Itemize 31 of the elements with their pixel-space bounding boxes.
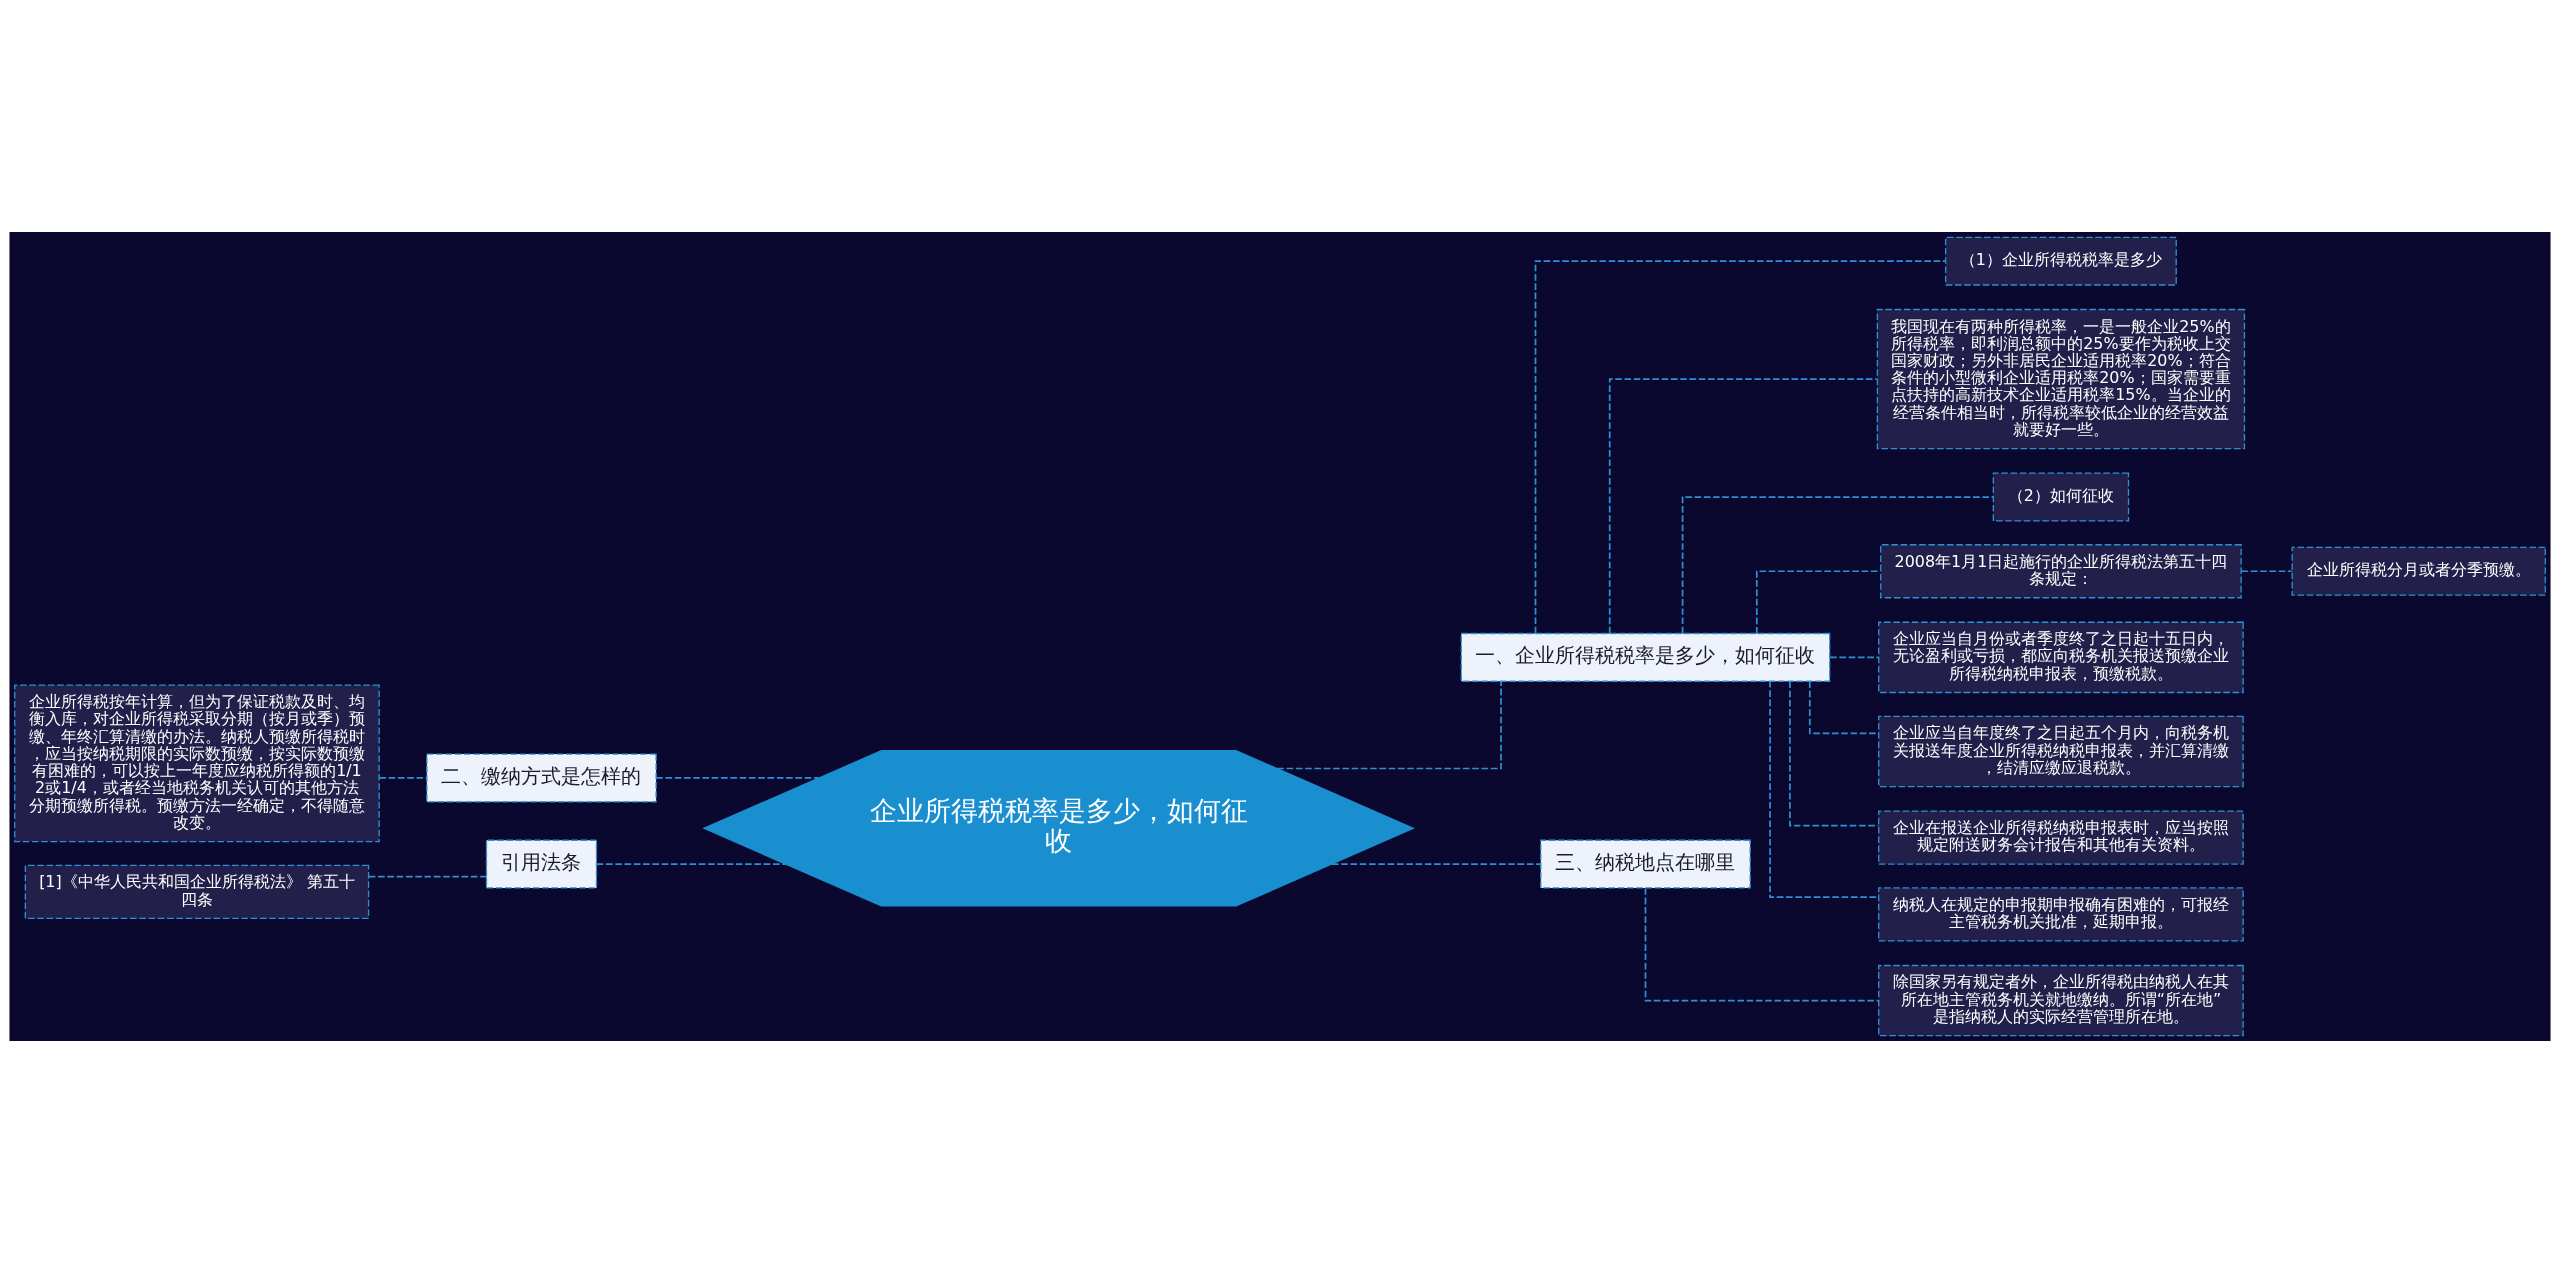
node-box: 企业应当自月份或者季度终了之日起十五日内，无论盈利或亏损，都应向税务机关报送预缴企业所得税纳税申报表，预缴税款。 <box>1878 621 2244 693</box>
connector <box>655 776 820 779</box>
connector <box>1534 259 1947 634</box>
connector <box>1829 656 1880 658</box>
connector <box>1331 862 1542 865</box>
connector <box>1755 569 1882 634</box>
node-box: 企业在报送企业所得税纳税申报表时，应当按照规定附送财务会计报告和其他有关资料。 <box>1878 809 2244 865</box>
node-box: 企业所得税按年计算，但为了保证税款及时、均衡入库，对企业所得税采取分期（按月或季）预缴、年终汇算清缴的办法。纳税人预缴所得税时，应当按纳税期限的实际数预缴，按实际数预缴有困难的，可以按上一年度应纳税所得额的1/12或1/4，或者经当地税务机关认可的其他方法分期预缴所得税。预缴方法一经确定，不得随意改变。 <box>14 684 380 842</box>
connector <box>1608 377 1878 634</box>
connector <box>1789 680 1880 826</box>
node-box: [1]《中华人民共和国企业所得税法》 第五十四条 <box>24 864 370 919</box>
connector <box>596 862 787 865</box>
connector <box>1276 680 1502 769</box>
node-box: （2）如何征收 <box>1992 472 2130 522</box>
node-box: （1）企业所得税税率是多少 <box>1944 236 2177 286</box>
connector <box>1681 495 1995 634</box>
connector <box>2240 569 2293 572</box>
node-box: 企业应当自年度终了之日起五个月内，向税务机关报送年度企业所得税纳税申报表，并汇算清缴，结清应缴应退税款。 <box>1878 715 2244 787</box>
node-box: 我国现在有两种所得税率，一是一般企业25%的所得税率，即利润总额中的25%要作为税收上交国家财政；另外非居民企业适用税率20%；符合条件的小型微利企业适用税率20%；国家需要重点扶持的高新技术企业适用税率15%。当企业的经营条件相当时，所得税率较低企业的经营效益就要好一些。 <box>1876 308 2246 449</box>
node-box: 引用法条 <box>485 839 598 889</box>
node-box: 企业所得税分月或者分季预缴。 <box>2291 546 2546 596</box>
node-box: 二、缴纳方式是怎样的 <box>426 752 657 802</box>
connector <box>378 776 428 779</box>
node-box: 2008年1月1日起施行的企业所得税法第五十四条规定： <box>1880 543 2242 598</box>
connector <box>1644 887 1880 1001</box>
node-box: 一、企业所得税税率是多少，如何征收 <box>1460 632 1831 682</box>
node-box: 三、纳税地点在哪里 <box>1540 839 1751 889</box>
connector <box>367 875 488 878</box>
node-box: 除国家另有规定者外，企业所得税由纳税人在其所在地主管税务机关就地缴纳。所谓“所在地”是指纳税人的实际经营管理所在地。 <box>1878 964 2244 1036</box>
connector <box>1769 679 1880 898</box>
node-box: 纳税人在规定的申报期申报确有困难的，可报经主管税务机关批准，延期申报。 <box>1878 886 2244 942</box>
